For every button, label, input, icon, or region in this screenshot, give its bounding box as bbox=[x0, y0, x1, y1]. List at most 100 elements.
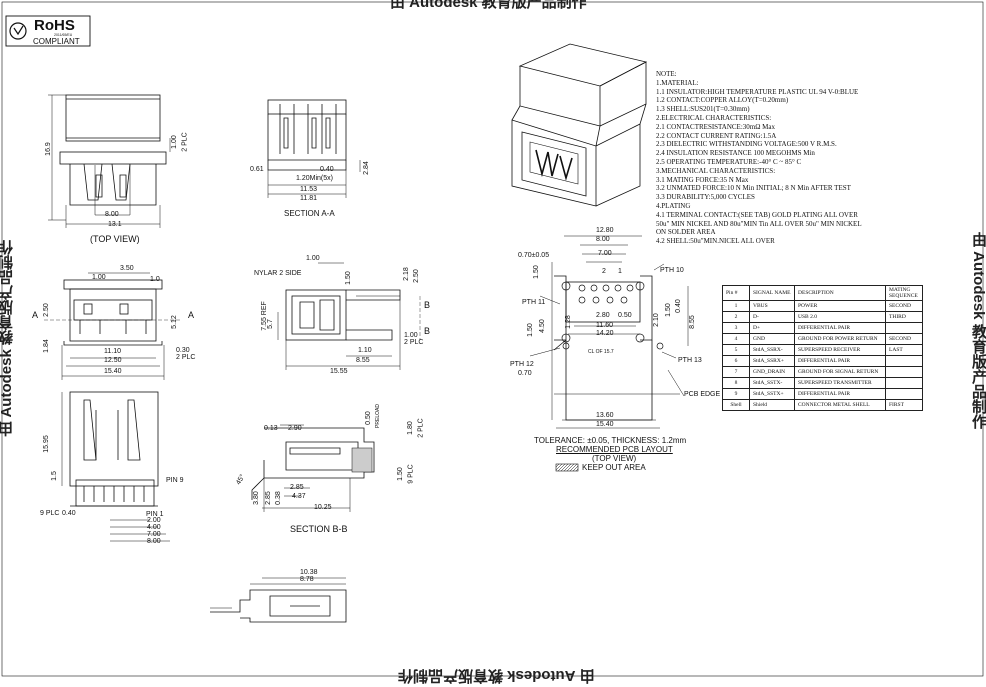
dim-front-2plc: 2 PLC bbox=[176, 354, 196, 361]
dim-front-1-00: 1.00 bbox=[92, 274, 106, 281]
pcb-layout-drawing bbox=[529, 235, 689, 472]
table-cell: GROUND FOR POWER RETURN bbox=[794, 333, 886, 345]
dim-pcb-2-80: 2.80 bbox=[596, 312, 610, 319]
pcb-tolerance: TOLERANCE: ±0.05, THICKNESS: 1.2mm bbox=[534, 436, 687, 445]
dim-front-15-40: 15.40 bbox=[104, 368, 122, 375]
dim-small-8-78: 8.78 bbox=[300, 576, 314, 583]
table-cell: 4 bbox=[722, 333, 750, 345]
table-cell: DIFFERENTIAL PAIR bbox=[794, 388, 886, 400]
dim-bottom-2-00: 2.00 bbox=[147, 517, 161, 524]
table-cell: GND_DRAIN bbox=[749, 366, 795, 378]
table-cell: 6 bbox=[722, 355, 750, 367]
section-aa-drawing bbox=[267, 99, 361, 198]
dim-aa-11-81: 11.81 bbox=[300, 195, 317, 202]
note-line: 3.3 DURABILITY:5,000 CYCLES bbox=[656, 193, 755, 202]
table-cell: SUPERSPEED TRANSMITTER bbox=[794, 377, 886, 389]
pin-table: Pin # SIGNAL NAME DESCRIPTION MATING SEQ… bbox=[722, 285, 923, 411]
rohs-compliant: COMPLIANT bbox=[33, 37, 80, 46]
dim-front-2-50: 2.50 bbox=[42, 303, 50, 317]
dim-side-1-00: 1.00 bbox=[306, 255, 320, 262]
pcb-keepout: KEEP OUT AREA bbox=[582, 463, 646, 472]
table-cell: POWER bbox=[794, 300, 886, 312]
dim-top-2plc: 2 PLC bbox=[181, 132, 189, 152]
marker-b-top: B bbox=[424, 300, 431, 310]
dim-front-1-0: 1.0 bbox=[150, 276, 160, 283]
table-cell bbox=[885, 355, 923, 367]
dim-bb-0-50: 0.50 bbox=[364, 411, 372, 425]
note-line: 4.2 SHELL:50u"MIN.NICEL ALL OVER bbox=[656, 237, 775, 246]
note-line: 2.1 CONTACTRESISTANCE:30mΩ Max bbox=[656, 122, 775, 131]
note-line: 4.1 TERMINAL CONTACT:(SEE TAB) GOLD PLAT… bbox=[656, 210, 858, 219]
pcb-title: RECOMMENDED PCB LAYOUT bbox=[556, 445, 673, 454]
table-cell: StdA_SSTX- bbox=[749, 377, 795, 389]
dim-pcb-0-70b: 0.70 bbox=[518, 370, 532, 377]
dim-aa-11-53: 11.53 bbox=[300, 186, 317, 193]
dim-pcb-pth12: PTH 12 bbox=[510, 361, 534, 368]
table-cell: VBUS bbox=[749, 300, 795, 312]
note-line: 2.ELECTRICAL CHARACTERISTICS: bbox=[656, 113, 772, 122]
note-line: 2.2 CONTACT CURRENT RATING:1.5A bbox=[656, 131, 777, 140]
note-line: 2.4 INSULATION RESISTANCE 100 MEGOHMS Mi… bbox=[656, 149, 815, 158]
table-cell: USB 2.0 bbox=[794, 311, 886, 323]
dim-aa-0-61: 0.61 bbox=[250, 166, 264, 173]
dim-front-0-30: 0.30 bbox=[176, 347, 190, 354]
dim-bottom-0-40: 0.40 bbox=[62, 510, 76, 517]
table-cell bbox=[885, 377, 923, 389]
note-line: 3.1 MATING FORCE:35 N Max bbox=[656, 175, 749, 184]
table-cell: 1 bbox=[722, 300, 750, 312]
dim-bb-1-80: 1.80 bbox=[406, 421, 414, 435]
dim-pcb-8-55: 8.55 bbox=[688, 315, 696, 329]
dim-pcb-pth13: PTH 13 bbox=[678, 357, 702, 364]
dim-bottom-8-00: 8.00 bbox=[147, 538, 161, 545]
table-cell: SECOND bbox=[885, 300, 923, 312]
dim-bottom-pin9: PIN 9 bbox=[166, 477, 184, 484]
table-cell: DIFFERENTIAL PAIR bbox=[794, 355, 886, 367]
watermark-left: 由 Autodesk 教育版产品制作 bbox=[0, 240, 15, 437]
table-cell: Shell bbox=[722, 399, 750, 411]
watermark-top: 由 Autodesk 教育版产品制作 bbox=[390, 0, 587, 11]
table-cell: 5 bbox=[722, 344, 750, 356]
section-bb-drawing bbox=[251, 424, 375, 512]
header-description: DESCRIPTION bbox=[794, 285, 886, 301]
dim-pcb-12-80: 12.80 bbox=[596, 227, 614, 234]
dim-top-16-9: 16.9 bbox=[44, 142, 52, 156]
note-line: NOTE: bbox=[656, 70, 677, 78]
dim-bottom-15-95: 15.95 bbox=[42, 435, 50, 453]
dim-bottom-9plc: 9 PLC bbox=[40, 510, 60, 517]
table-cell: D- bbox=[749, 311, 795, 323]
table-cell: GROUND FOR SIGNAL RETURN bbox=[794, 366, 886, 378]
bottom-view-drawing bbox=[61, 391, 170, 542]
dim-side-15-55: 15.55 bbox=[330, 368, 348, 375]
dim-pcb-edge: PCB EDGE bbox=[684, 391, 721, 398]
marker-a-right: A bbox=[188, 310, 195, 320]
dim-aa-0-40: 0.40 bbox=[320, 166, 334, 173]
dim-small-10-38: 10.38 bbox=[300, 569, 318, 576]
pcb-subtitle: (TOP VIEW) bbox=[592, 454, 637, 463]
dim-pcb-1-50c: 1.50 bbox=[664, 303, 672, 317]
side-view-drawing bbox=[277, 262, 421, 370]
table-cell: FIRST bbox=[885, 399, 923, 411]
dim-bb-2-85a: 2.85 bbox=[264, 491, 272, 505]
note-line: ON SOLDER AREA bbox=[656, 228, 716, 237]
table-cell: 9 bbox=[722, 388, 750, 400]
dim-pcb-0-40: 0.40 bbox=[674, 299, 682, 313]
dim-pcb-14-20: 14.20 bbox=[596, 330, 614, 337]
dim-pcb-8-00: 8.00 bbox=[596, 236, 610, 243]
dim-side-1-00b: 1.00 bbox=[404, 332, 418, 339]
table-cell: 2 bbox=[722, 311, 750, 323]
table-cell: 7 bbox=[722, 366, 750, 378]
pin-table-header: Pin # SIGNAL NAME DESCRIPTION MATING SEQ… bbox=[722, 285, 923, 301]
dim-side-2-18: 2.18 bbox=[402, 267, 410, 281]
note-line: 1.MATERIAL: bbox=[656, 78, 699, 87]
top-view-drawing bbox=[48, 94, 171, 228]
section-bb-label: SECTION B-B bbox=[290, 524, 348, 534]
table-cell: CONNECTOR METAL SHELL bbox=[794, 399, 886, 411]
dim-top-13-1: 13.1 bbox=[108, 221, 122, 228]
